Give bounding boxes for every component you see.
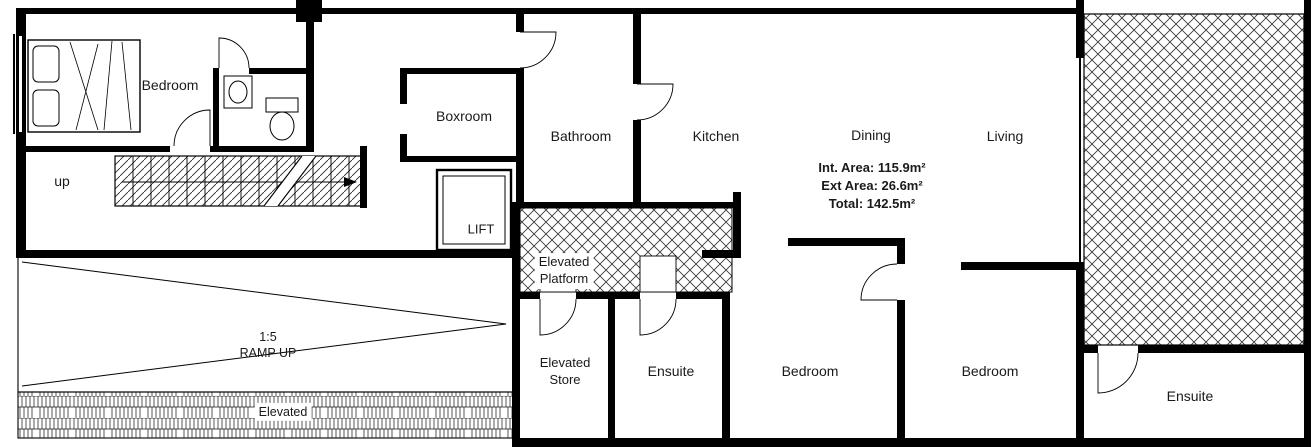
- area-ext: Ext Area: 26.6m²: [821, 178, 923, 193]
- room-label-boxroom: Boxroom: [435, 107, 493, 124]
- room-label-dining: Dining: [851, 126, 891, 143]
- bed-icon: [27, 39, 141, 133]
- lift-shaft: [435, 168, 513, 252]
- room-label-bedroom-right: Bedroom: [961, 362, 1019, 379]
- label-ramp: 1:5 RAMP UP: [240, 329, 297, 362]
- room-label-ensuite-middle: Ensuite: [647, 362, 695, 379]
- room-label-living: Living: [986, 127, 1024, 144]
- area-summary: Int. Area: 115.9m² Ext Area: 26.6m² Tota…: [818, 159, 925, 213]
- door-swings: [173, 31, 1139, 394]
- area-int: Int. Area: 115.9m²: [818, 160, 926, 175]
- label-elevated-platform: Elevated Platform: [534, 253, 594, 289]
- label-elevated-platform-line2: Platform: [539, 271, 589, 286]
- label-elevated-store: Elevated Store: [540, 355, 591, 389]
- room-label-bathroom: Bathroom: [550, 127, 612, 144]
- staircase: [114, 155, 364, 207]
- walls: [16, 0, 1311, 447]
- label-elevated-store-line1: Elevated: [539, 355, 591, 371]
- label-ramp-ratio: 1:5: [259, 329, 277, 344]
- room-label-bedroom-middle: Bedroom: [781, 362, 839, 379]
- ramp-area: [17, 255, 515, 393]
- sink-icon: [223, 75, 253, 109]
- label-up: up: [54, 172, 70, 189]
- label-elevated-store-line2: Store: [549, 372, 581, 387]
- terrace-hatch: [1083, 13, 1305, 346]
- room-label-ensuite-right: Ensuite: [1166, 387, 1214, 404]
- room-label-kitchen: Kitchen: [692, 127, 740, 144]
- label-elevated: Elevated: [254, 402, 312, 422]
- label-elevated-platform-line1: Elevated: [538, 254, 590, 270]
- room-label-bedroom-upper: Bedroom: [141, 76, 199, 93]
- area-total: Total: 142.5m²: [828, 196, 916, 211]
- toilet-icon: [265, 97, 299, 141]
- label-ramp-up: RAMP UP: [239, 346, 297, 360]
- window-icon: [13, 34, 22, 134]
- room-label-lift: LIFT: [467, 221, 495, 237]
